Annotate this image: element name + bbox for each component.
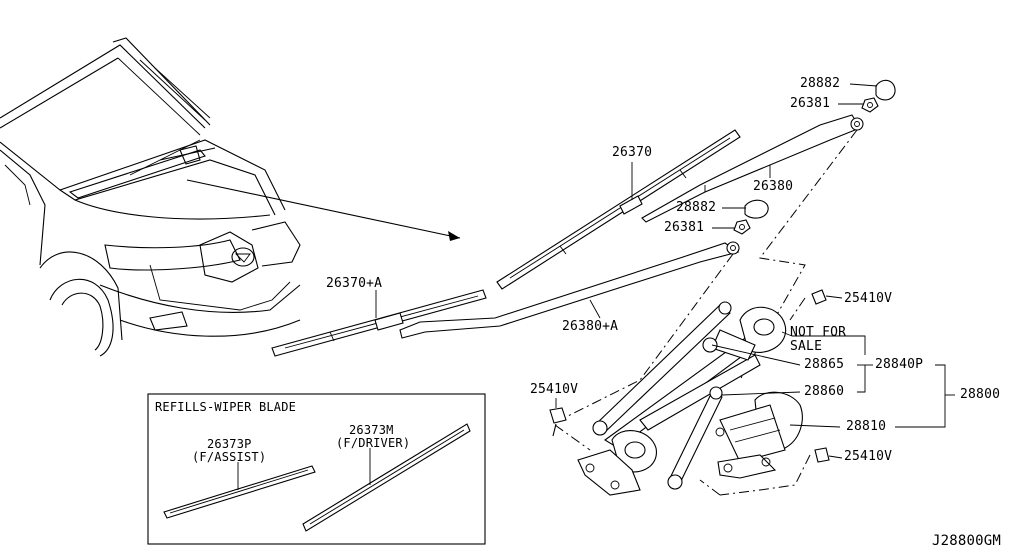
dashed-leader-lines — [554, 129, 858, 496]
diagram-code: J28800GM — [932, 533, 1002, 549]
bolt-upper-25410V — [811, 289, 843, 305]
label-nut-lower: 26381 — [664, 220, 705, 235]
cap-lower-28882 — [744, 199, 769, 219]
refills-box — [147, 393, 486, 545]
refill-driver-desc: (F/DRIVER) — [336, 436, 411, 450]
label-not-for-sale-1: NOT FOR — [790, 325, 847, 340]
label-cap-upper: 28882 — [800, 76, 841, 91]
label-bolt-left: 25410V — [530, 382, 579, 397]
label-bolt-upper: 25410V — [844, 291, 893, 306]
label-nut-upper: 26381 — [790, 96, 831, 111]
label-link-28865: 28865 — [804, 357, 845, 372]
wiper-arm-driver — [641, 114, 864, 223]
label-blade-assist: 26370+A — [326, 276, 383, 291]
label-link-28860: 28860 — [804, 384, 845, 399]
refill-assist-desc: (F/ASSIST) — [192, 450, 267, 464]
bolt-left-25410V — [549, 407, 567, 437]
refill-assist-part: 26373P — [207, 437, 252, 451]
pointer-arrow — [186, 179, 461, 241]
vehicle-illustration — [0, 37, 301, 357]
label-motor: 28810 — [846, 419, 887, 434]
label-wiper-assy: 28800 — [960, 387, 1001, 402]
label-blade-driver: 26370 — [612, 145, 653, 160]
wiper-arm-assist — [399, 241, 740, 339]
nut-upper-26381 — [861, 97, 879, 113]
nut-lower-26381 — [733, 219, 751, 235]
cap-upper-28882 — [875, 79, 896, 101]
refills-title: REFILLS-WIPER BLADE — [155, 400, 297, 414]
label-arm-driver: 26380 — [753, 179, 794, 194]
leader-lines — [375, 83, 955, 428]
label-linkage-assy: 28840P — [875, 357, 924, 372]
bolt-lower-25410V — [814, 447, 843, 463]
wiper-blade-assist — [271, 289, 487, 357]
wiper-blade-driver — [496, 129, 741, 290]
refill-driver-part: 26373M — [349, 423, 394, 437]
label-arm-assist: 26380+A — [562, 319, 619, 334]
label-not-for-sale-2: SALE — [790, 339, 823, 354]
label-bolt-lower: 25410V — [844, 449, 893, 464]
label-cap-lower: 28882 — [676, 200, 717, 215]
wiper-motor — [715, 391, 803, 479]
